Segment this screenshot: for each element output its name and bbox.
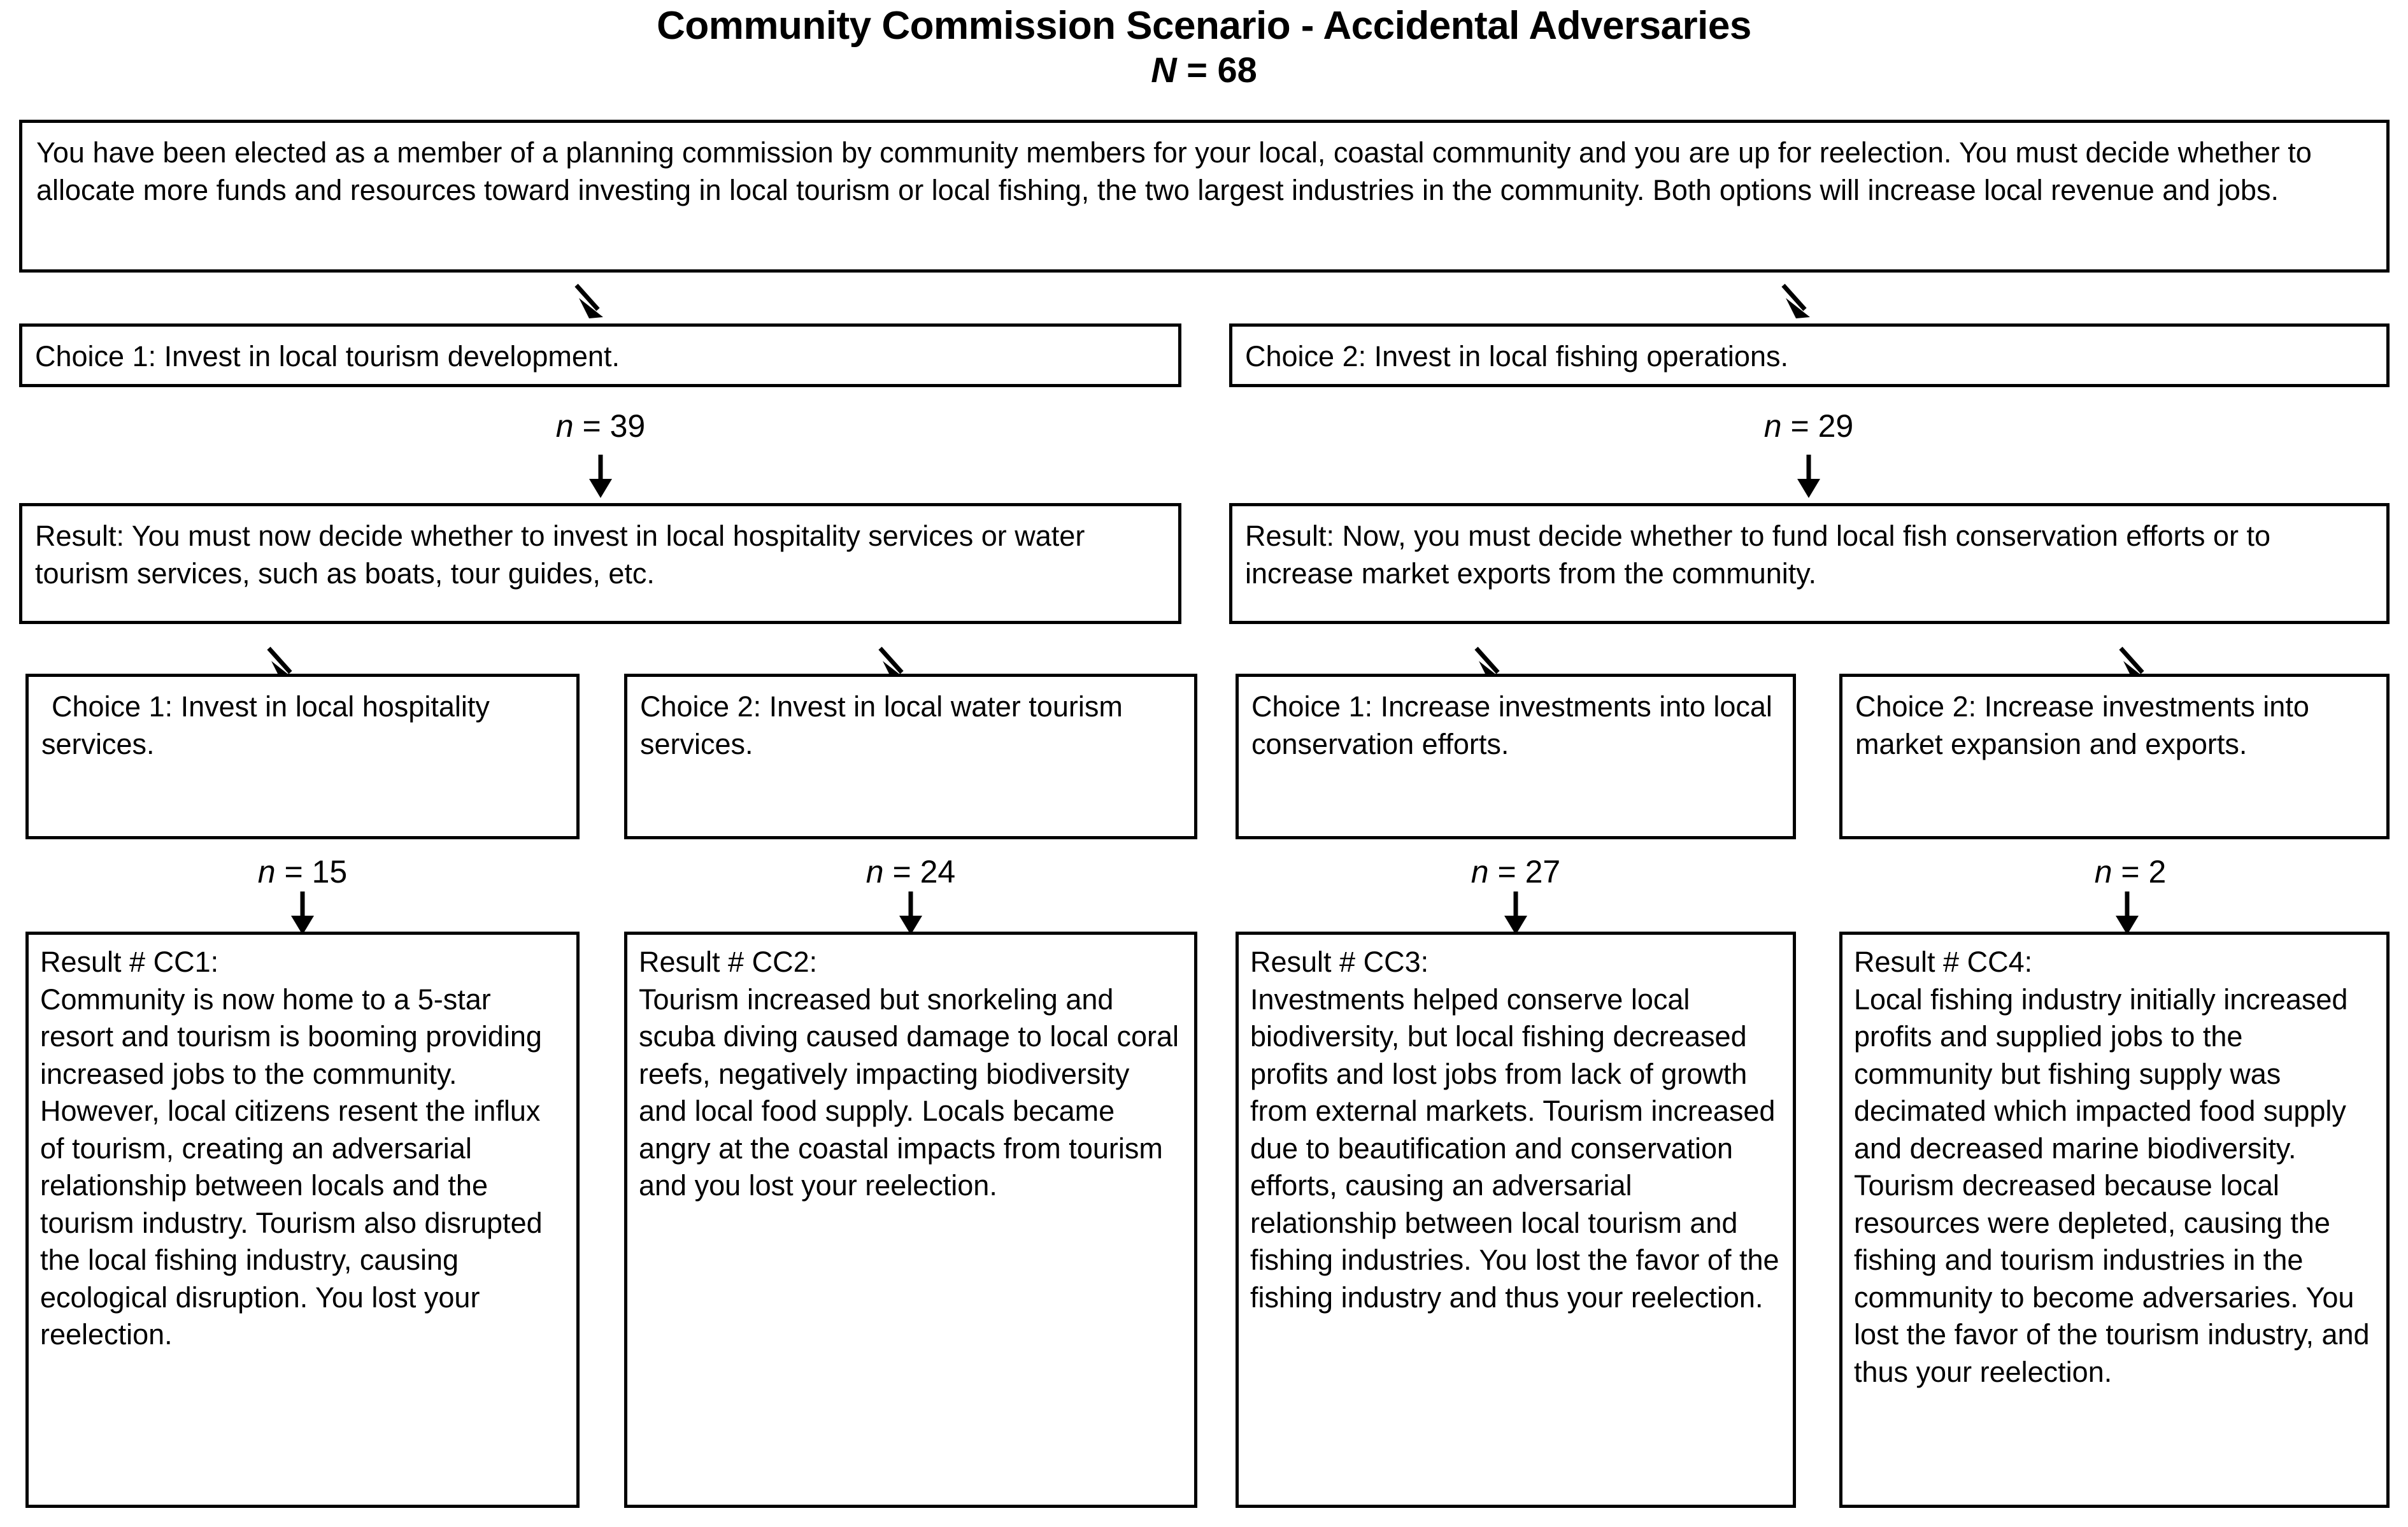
choice-box-level1-left[interactable]: Choice 1: Invest in local tourism develo… [19, 323, 1181, 387]
n-value: = 39 [573, 408, 646, 444]
n-label-level1-left: n = 39 [473, 408, 728, 444]
outcome-box-cc1: Result # CC1: Community is now home to a… [25, 932, 580, 1508]
outcome-label-cc1: Result # CC1: [40, 946, 219, 978]
choice-box-level3-3[interactable]: Choice 1: Increase investments into loca… [1236, 674, 1796, 839]
result-text-level2-right: Result: Now, you must decide whether to … [1245, 520, 2271, 590]
choice-label-level3-3: Choice 1: Increase investments into loca… [1251, 690, 1772, 760]
outcome-text-cc1: Community is now home to a 5-star resort… [40, 983, 543, 1351]
arrow-level1-right-down-icon [1797, 455, 1820, 498]
arrow-level3-3-down-icon [1504, 891, 1527, 935]
outcome-label-cc4: Result # CC4: [1854, 946, 2033, 978]
choice-label-level3-2: Choice 2: Invest in local water tourism … [640, 690, 1123, 760]
outcome-label-cc3: Result # CC3: [1250, 946, 1429, 978]
result-text-level2-left: Result: You must now decide whether to i… [35, 520, 1085, 590]
n-value: = 24 [883, 854, 956, 890]
choice-box-level3-2[interactable]: Choice 2: Invest in local water tourism … [624, 674, 1197, 839]
scenario-prompt-text: You have been elected as a member of a p… [36, 136, 2312, 206]
choice-label-level1-left: Choice 1: Invest in local tourism develo… [35, 340, 620, 373]
outcome-text-cc3: Investments helped conserve local biodiv… [1250, 983, 1779, 1314]
n-symbol: n [1471, 854, 1489, 890]
n-value: = 15 [275, 854, 348, 890]
n-value: = 27 [1488, 854, 1561, 890]
choice-label-level1-right: Choice 2: Invest in local fishing operat… [1245, 340, 1788, 373]
n-label-level3-1: n = 15 [175, 853, 430, 890]
n-symbol: n [1763, 408, 1782, 444]
sample-size-label: N = 68 [0, 49, 2408, 90]
n-symbol: n [257, 854, 276, 890]
result-box-level2-right: Result: Now, you must decide whether to … [1229, 503, 2390, 624]
arrow-root-to-choice1-icon [574, 283, 603, 318]
scenario-prompt-box: You have been elected as a member of a p… [19, 120, 2390, 273]
n-label-level3-2: n = 24 [783, 853, 1038, 890]
choice-box-level3-4[interactable]: Choice 2: Increase investments into mark… [1839, 674, 2390, 839]
page-title: Community Commission Scenario - Accident… [657, 4, 1751, 48]
choice-label-level3-1: Choice 1: Invest in local hospitality se… [41, 690, 490, 760]
outcome-text-cc2: Tourism increased but snorkeling and scu… [639, 983, 1179, 1202]
title-block: Community Commission Scenario - Accident… [0, 4, 2408, 90]
choice-box-level1-right[interactable]: Choice 2: Invest in local fishing operat… [1229, 323, 2390, 387]
n-label-level3-4: n = 2 [2003, 853, 2258, 890]
arrow-level1-left-down-icon [589, 455, 612, 498]
sample-size-symbol: N [1151, 49, 1177, 90]
arrow-root-to-choice2-icon [1781, 283, 1810, 318]
n-symbol: n [866, 854, 884, 890]
sample-size-value: = 68 [1176, 49, 1257, 90]
outcome-box-cc3: Result # CC3: Investments helped conserv… [1236, 932, 1796, 1508]
n-symbol: n [2094, 854, 2112, 890]
outcome-box-cc2: Result # CC2: Tourism increased but snor… [624, 932, 1197, 1508]
result-box-level2-left: Result: You must now decide whether to i… [19, 503, 1181, 624]
arrow-level3-1-down-icon [291, 891, 314, 935]
n-value: = 29 [1781, 408, 1854, 444]
outcome-box-cc4: Result # CC4: Local fishing industry ini… [1839, 932, 2390, 1508]
n-label-level1-right: n = 29 [1681, 408, 1936, 444]
n-value: = 2 [2112, 854, 2167, 890]
outcome-text-cc4: Local fishing industry initially increas… [1854, 983, 2370, 1388]
n-label-level3-3: n = 27 [1388, 853, 1643, 890]
choice-label-level3-4: Choice 2: Increase investments into mark… [1855, 690, 2309, 760]
arrow-level3-4-down-icon [2116, 891, 2139, 935]
n-symbol: n [555, 408, 574, 444]
choice-box-level3-1[interactable]: Choice 1: Invest in local hospitality se… [25, 674, 580, 839]
arrow-level3-2-down-icon [899, 891, 922, 935]
outcome-label-cc2: Result # CC2: [639, 946, 818, 978]
